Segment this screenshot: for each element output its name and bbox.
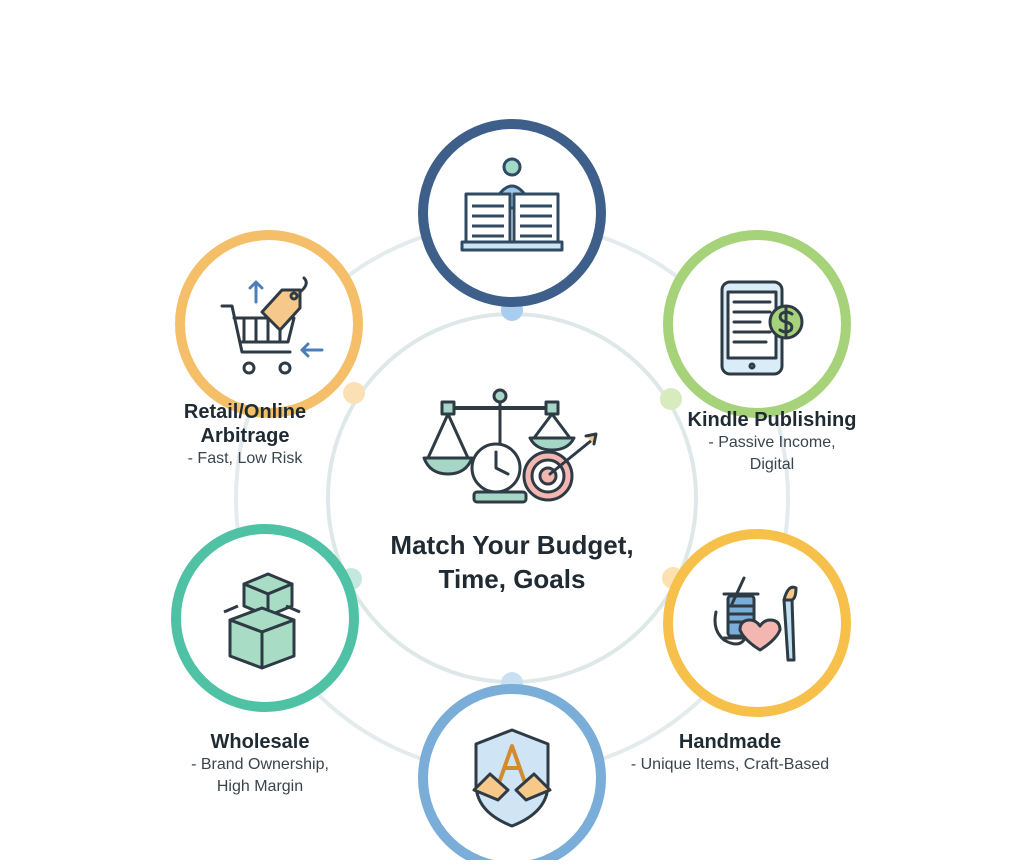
shield-handshake-icon bbox=[472, 728, 552, 828]
center-title: Match Your Budget, Time, Goals bbox=[362, 528, 662, 596]
wholesale-desc-line2: High Margin bbox=[216, 778, 304, 795]
center-title-line1: Match Your Budget, bbox=[390, 530, 634, 560]
retail-desc: - Fast, Low Risk bbox=[187, 450, 303, 467]
handmade-desc: - Unique Items, Craft-Based bbox=[630, 756, 830, 773]
node-kindle bbox=[663, 230, 851, 418]
label-handmade: Handmade - Unique Items, Craft-Based bbox=[612, 730, 848, 776]
node-handmade bbox=[663, 529, 851, 717]
wholesale-desc-line1: - Brand Ownership, bbox=[191, 756, 329, 773]
connector-dot-kindle bbox=[660, 388, 682, 410]
open-book-reader-icon bbox=[460, 157, 564, 252]
retail-title-line1: Retail/Online bbox=[183, 401, 307, 423]
label-retail: Retail/Online Arbitrage - Fast, Low Risk bbox=[160, 400, 330, 470]
center-title-line2: Time, Goals bbox=[438, 564, 586, 594]
shopping-cart-price-tag-icon bbox=[220, 276, 324, 375]
wholesale-title: Wholesale bbox=[210, 731, 310, 753]
node-retail bbox=[175, 230, 363, 418]
retail-title-line2: Arbitrage bbox=[200, 425, 290, 447]
stacked-boxes-icon bbox=[223, 572, 301, 670]
thread-brush-heart-icon bbox=[713, 576, 798, 662]
node-bottom bbox=[418, 684, 606, 865]
label-wholesale: Wholesale - Brand Ownership, High Margin bbox=[170, 730, 350, 798]
kindle-desc-line1: - Passive Income, bbox=[708, 434, 836, 451]
connector-dot-retail bbox=[343, 382, 365, 404]
scale-clock-target-icon bbox=[422, 388, 598, 504]
node-top bbox=[418, 119, 606, 307]
kindle-title: Kindle Publishing bbox=[687, 409, 857, 431]
handmade-title: Handmade bbox=[678, 731, 782, 753]
node-wholesale bbox=[171, 524, 359, 712]
tablet-dollar-icon bbox=[720, 280, 804, 376]
label-kindle: Kindle Publishing - Passive Income, Digi… bbox=[672, 408, 872, 476]
kindle-desc-line2: Digital bbox=[749, 456, 795, 473]
